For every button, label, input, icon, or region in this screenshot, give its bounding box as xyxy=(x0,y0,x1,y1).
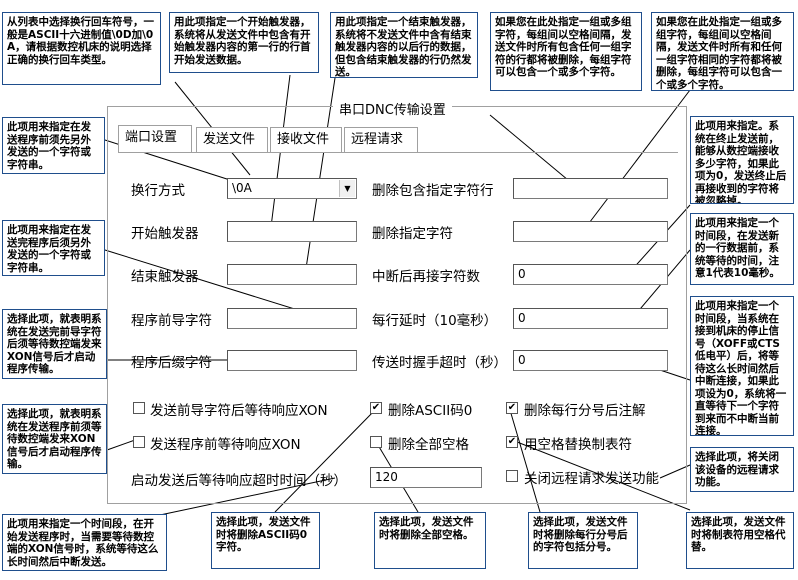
annotation-program-suffix: 此项用来指定在发送完程序后须另外发送的一个字符或字符串。 xyxy=(2,220,105,276)
annotation-program-prefix: 此项用来指定在发送程序前须先另外发送的一个字符或字符串。 xyxy=(2,117,105,174)
delete-ascii0-checkbox[interactable]: ✔ xyxy=(370,402,382,414)
program-prefix-label: 程序前导字符 xyxy=(131,313,212,329)
start-response-timeout-input[interactable]: 120 xyxy=(370,467,482,488)
handshake-timeout-input[interactable]: 0 xyxy=(513,350,668,371)
newline-mode-value: \0A xyxy=(232,181,252,195)
annotation-delete-all-spaces: 选择此项，发送文件时将删除全部空格。 xyxy=(374,512,486,569)
wait-xon-after-prefix-label[interactable]: 发送前导字符后等待响应XON xyxy=(150,403,328,419)
annotation-delete-ascii0: 选择此项，发送文件时将删除ASCII码0字符。 xyxy=(211,512,320,569)
resume-after-break-label: 中断后再接字符数 xyxy=(372,269,480,285)
annotation-end-trigger: 用此项指定一个结束触发器，系统将不发送文件中含有结束触发器内容的以后行的数据，但… xyxy=(330,12,478,78)
wait-xon-before-program-label[interactable]: 发送程序前等待响应XON xyxy=(150,437,301,453)
annotation-wait-xon-after-prefix: 选择此项，就表明系统在发送完前导字符后须等待数控端发来XON信号后才启动程序传输… xyxy=(2,309,107,379)
annotation-line-delay: 此项用来指定一个时间段，在发送新的一行数据前，系统等待的时间，注意1代表10毫秒… xyxy=(690,213,794,285)
annotation-resume-after-break: 此项用来指定。系统在终止发送前，能够从数控端接收多少字符，如果此项为0，发送终止… xyxy=(690,116,794,204)
annotation-delete-comments: 选择此项，发送文件时将删除每行分号后的字符包括分号。 xyxy=(528,512,638,569)
chevron-down-icon[interactable]: ▼ xyxy=(339,180,355,197)
delete-all-spaces-label[interactable]: 删除全部空格 xyxy=(388,437,469,453)
delete-chars-label: 删除指定字符 xyxy=(372,226,453,242)
group-title: 串口DNC传输设置 xyxy=(333,99,452,118)
handshake-timeout-label: 传送时握手超时（秒） xyxy=(372,355,507,371)
delete-comments-label[interactable]: 删除每行分号后注解 xyxy=(524,403,646,419)
annotation-delete-containing: 如果您在此处指定一组或多组字符，每组间以空格间隔，发送文件时所有包含任何一组字符… xyxy=(490,12,642,91)
disable-remote-label[interactable]: 关闭远程请求发送功能 xyxy=(524,471,659,487)
newline-mode-select[interactable]: \0A ▼ xyxy=(227,178,357,199)
start-trigger-input[interactable] xyxy=(227,221,357,242)
resume-after-break-input[interactable]: 0 xyxy=(513,264,668,285)
wait-xon-after-prefix-checkbox[interactable] xyxy=(133,402,145,414)
program-prefix-input[interactable] xyxy=(227,308,357,329)
annotation-replace-tabs: 选择此项，发送文件时将制表符用空格代替。 xyxy=(686,512,794,569)
program-suffix-label: 程序后缀字符 xyxy=(131,355,212,371)
tab-receive-file[interactable]: 接收文件 xyxy=(270,127,342,152)
tab-port-settings[interactable]: 端口设置 xyxy=(118,125,192,153)
start-trigger-label: 开始触发器 xyxy=(131,226,199,242)
start-response-timeout-label: 启动发送后等待响应超时时间（秒） xyxy=(131,473,347,489)
end-trigger-input[interactable] xyxy=(227,264,357,285)
replace-tabs-checkbox[interactable]: ✔ xyxy=(506,436,518,448)
delete-chars-input[interactable] xyxy=(513,221,668,242)
line-delay-label: 每行延时（10毫秒） xyxy=(372,313,498,329)
annotation-start-trigger: 用此项指定一个开始触发器，系统将从发送文件中包含有开始触发器内容的第一行的行首开… xyxy=(169,12,319,73)
wait-xon-before-program-checkbox[interactable] xyxy=(133,436,145,448)
delete-all-spaces-checkbox[interactable] xyxy=(370,436,382,448)
line-delay-input[interactable]: 0 xyxy=(513,308,668,329)
annotation-wait-xon-before-program: 选择此项，就表明系统在发送程序前须等待数控端发来XON信号后才启动程序传输。 xyxy=(2,404,107,474)
delete-comments-checkbox[interactable]: ✔ xyxy=(506,402,518,414)
annotation-newline-mode: 从列表中选择换行回车符号，一般是ASCII十六进制值\0D加\0A，请根据数控机… xyxy=(2,12,161,85)
annotation-disable-remote: 选择此项，将关闭该设备的远程请求功能。 xyxy=(690,447,794,492)
tab-divider xyxy=(118,152,678,153)
disable-remote-checkbox[interactable] xyxy=(506,470,518,482)
delete-ascii0-label[interactable]: 删除ASCII码0 xyxy=(388,403,473,419)
annotation-handshake-timeout: 此项用来指定一个时间段，当系统在接到机床的停止信号（XOFF或CTS低电平）后，… xyxy=(690,296,794,436)
delete-containing-label: 删除包含指定字符行 xyxy=(372,183,494,199)
tab-remote-request[interactable]: 远程请求 xyxy=(344,127,418,152)
end-trigger-label: 结束触发器 xyxy=(131,269,199,285)
newline-mode-label: 换行方式 xyxy=(131,183,185,199)
replace-tabs-label[interactable]: 用空格替换制表符 xyxy=(524,437,632,453)
tab-send-file[interactable]: 发送文件 xyxy=(196,127,268,152)
annotation-start-response-timeout: 此项用来指定一个时间段，在开始发送程序时，当需要等待数控端的XON信号时，系统等… xyxy=(2,514,167,571)
delete-containing-input[interactable] xyxy=(513,178,668,199)
program-suffix-input[interactable] xyxy=(227,350,357,371)
annotation-delete-chars: 如果您在此处指定一组或多组字符，每组间以空格间隔，发送文件时所有和任何一组字符相… xyxy=(651,12,794,91)
